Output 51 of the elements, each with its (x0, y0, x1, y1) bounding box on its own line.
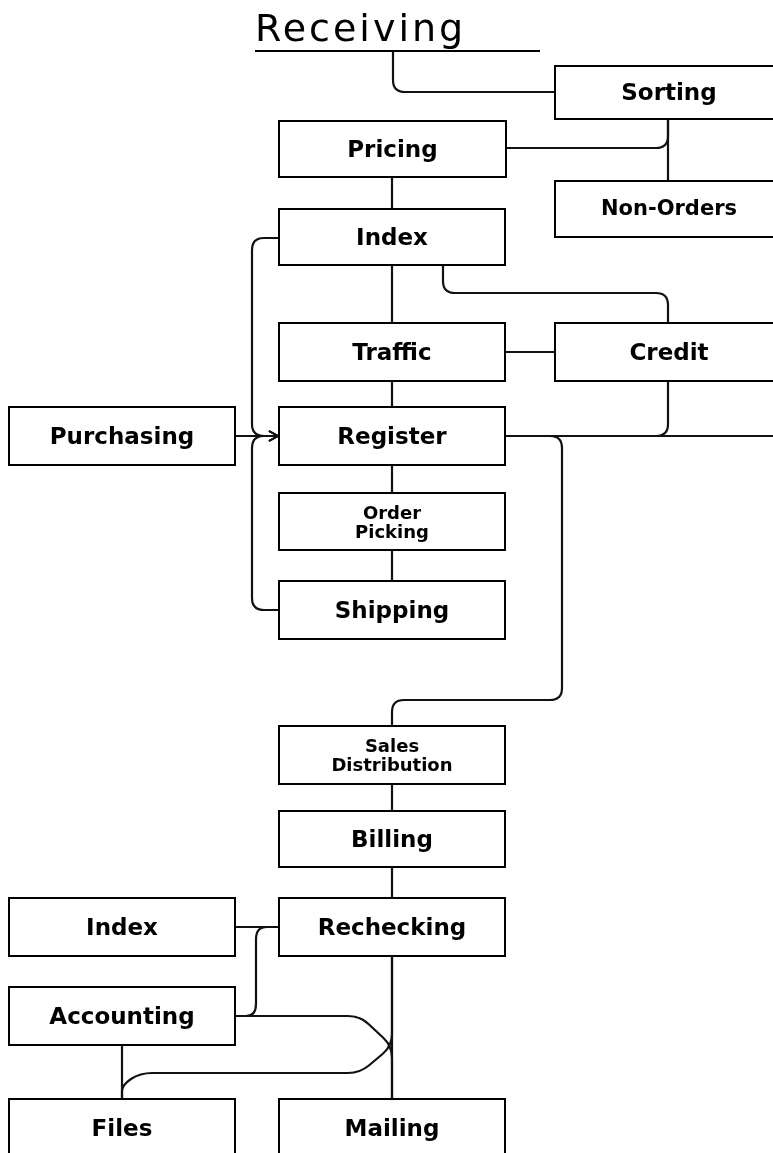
connector-line (666, 120, 670, 180)
connector-line (391, 52, 554, 94)
arrow (250, 430, 279, 612)
process-box (8, 986, 236, 1046)
box-label: Files (91, 1113, 153, 1143)
connector-line (506, 434, 773, 438)
process-box (8, 406, 236, 466)
connector-line (390, 178, 394, 208)
box-label: Sorting (621, 78, 717, 108)
connector-line (390, 551, 394, 580)
process-box (278, 580, 506, 640)
box-label: Shipping (334, 595, 450, 625)
process-box (8, 1098, 236, 1153)
box-label: Register (337, 421, 447, 451)
process-box (278, 406, 506, 466)
process-box (554, 322, 773, 382)
process-box (278, 492, 506, 551)
box-label: Accounting (49, 1001, 195, 1031)
box-label: Order Picking (354, 502, 430, 541)
box-label: Non-Orders (601, 195, 737, 223)
connector-line (390, 466, 394, 492)
box-label: Mailing (344, 1113, 440, 1143)
connector-line (390, 266, 394, 322)
process-box (554, 65, 773, 120)
process-box (8, 897, 236, 957)
connector-line (390, 868, 394, 897)
box-label: Traffic (352, 337, 432, 367)
process-box (278, 208, 506, 266)
process-box (278, 120, 507, 178)
connector-line (120, 1046, 124, 1098)
process-box (278, 725, 506, 785)
box-label: Rechecking (317, 912, 467, 942)
connector-line (390, 382, 394, 406)
box-label: Pricing (347, 134, 438, 164)
connector-line (506, 350, 554, 354)
process-box (278, 810, 506, 868)
box-label: Index (86, 912, 158, 942)
connector-line (390, 785, 394, 810)
process-box (278, 1098, 506, 1153)
box-label: Index (356, 222, 428, 252)
process-box (278, 897, 506, 957)
process-box (278, 322, 506, 382)
connector-line (390, 434, 564, 725)
process-box (554, 180, 773, 238)
connector-line (441, 266, 670, 322)
box-label: Sales Distribution (330, 736, 454, 774)
connector-line (236, 1014, 394, 1098)
box-label: Billing (351, 824, 433, 854)
box-label: Purchasing (49, 421, 195, 451)
box-label: Credit (629, 337, 709, 367)
heading-text: Receiving (255, 2, 540, 52)
